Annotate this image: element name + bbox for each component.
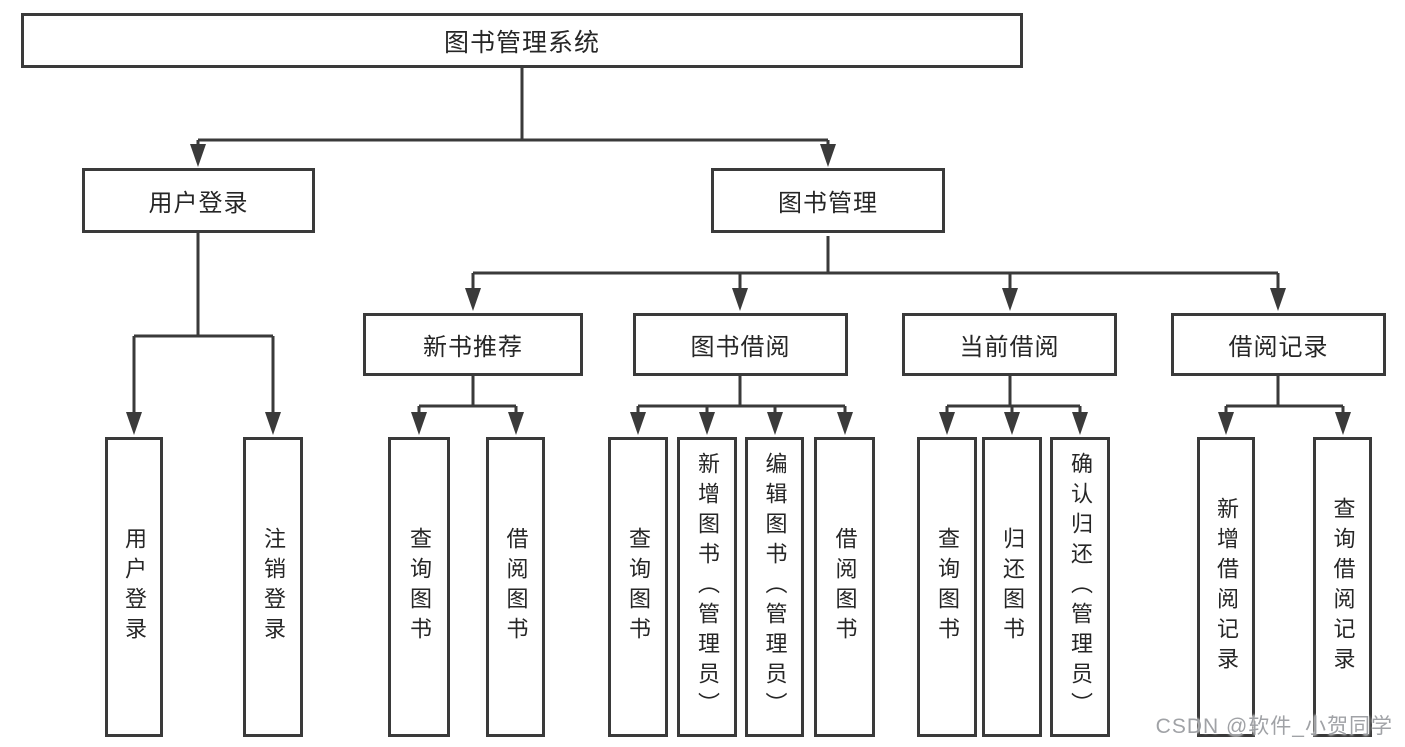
leaf-return-book: 归还图书 xyxy=(982,437,1042,737)
node-book-management: 图书管理 xyxy=(711,168,945,233)
node-new-book-recommend: 新书推荐 xyxy=(363,313,583,376)
node-user-login: 用户登录 xyxy=(82,168,315,233)
leaf-borrow-book: 借阅图书 xyxy=(814,437,875,737)
node-book-borrowing: 图书借阅 xyxy=(633,313,848,376)
leaf-add-borrow-record: 新增借阅记录 xyxy=(1197,437,1255,737)
csdn-watermark: CSDN @软件_小贺同学 xyxy=(1155,715,1393,738)
node-borrowing-records: 借阅记录 xyxy=(1171,313,1386,376)
leaf-borrow-book-recommend: 借阅图书 xyxy=(486,437,545,737)
leaf-query-borrow-record: 查询借阅记录 xyxy=(1313,437,1372,737)
node-current-borrowing: 当前借阅 xyxy=(902,313,1117,376)
leaf-user-login: 用户登录 xyxy=(105,437,163,737)
leaf-logout: 注销登录 xyxy=(243,437,303,737)
leaf-query-book-borrowing: 查询图书 xyxy=(608,437,668,737)
node-root: 图书管理系统 xyxy=(21,13,1023,68)
leaf-edit-book-admin: 编辑图书（管理员） xyxy=(745,437,804,737)
leaf-query-book-current: 查询图书 xyxy=(917,437,977,737)
leaf-add-book-admin: 新增图书（管理员） xyxy=(677,437,737,737)
leaf-query-book-recommend: 查询图书 xyxy=(388,437,450,737)
leaf-confirm-return-admin: 确认归还（管理员） xyxy=(1050,437,1110,737)
